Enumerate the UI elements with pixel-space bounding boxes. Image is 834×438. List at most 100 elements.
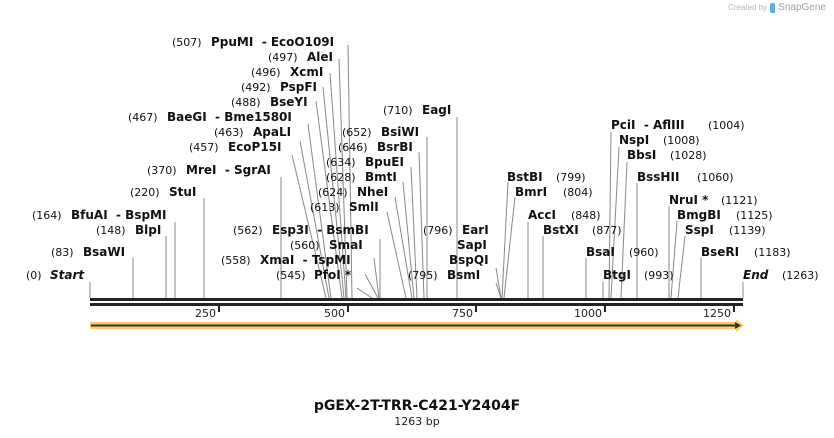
svg-text:(496): (496) xyxy=(251,66,281,79)
svg-text:(1183): (1183) xyxy=(754,246,791,259)
site-bstbi[interactable]: BstBI (799) xyxy=(507,170,586,184)
svg-text:AccI: AccI xyxy=(528,208,556,222)
site-stui[interactable]: (220) StuI xyxy=(130,185,196,199)
site-bmgbi[interactable]: BmgBI (1125) xyxy=(677,208,773,222)
site-nspi[interactable]: NspI (1008) xyxy=(619,133,700,147)
svg-text:EcoP15I: EcoP15I xyxy=(228,140,282,154)
svg-text:(634): (634) xyxy=(326,156,356,169)
map-title: pGEX-2T-TRR-C421-Y2404F xyxy=(313,398,521,414)
svg-text:(1121): (1121) xyxy=(721,194,758,207)
svg-text:(562): (562) xyxy=(233,224,263,237)
snapgene-credit: Created by SnapGene xyxy=(728,2,826,13)
site-bmri[interactable]: BmrI (804) xyxy=(515,185,593,199)
site-pspfi[interactable]: (492) PspFI xyxy=(241,80,317,94)
site-smli[interactable]: (613) SmlI xyxy=(310,200,379,214)
svg-text:(0): (0) xyxy=(26,269,42,282)
site-acci[interactable]: AccI (848) xyxy=(528,208,601,222)
site-bspqi[interactable]: BspQI xyxy=(449,253,489,267)
svg-text:(545): (545) xyxy=(276,269,306,282)
svg-text:AleI: AleI xyxy=(307,50,333,64)
site-esp3i-bsmbi[interactable]: (562) Esp3I - BsmBI xyxy=(233,223,369,237)
site-bsrbi[interactable]: (646) BsrBI xyxy=(338,140,413,154)
svg-text:(83): (83) xyxy=(51,246,74,259)
svg-text:BtgI: BtgI xyxy=(603,268,631,282)
svg-text:(624): (624) xyxy=(318,186,348,199)
svg-text:PfoI *: PfoI * xyxy=(314,268,352,282)
site-bsawi[interactable]: (83) BsaWI xyxy=(51,245,125,259)
svg-text:BsaI: BsaI xyxy=(586,245,615,259)
site-bseri[interactable]: BseRI (1183) xyxy=(701,245,791,259)
svg-text:(560): (560) xyxy=(290,239,320,252)
site-bmti[interactable]: (628) BmtI xyxy=(326,170,397,184)
svg-text:SmlI: SmlI xyxy=(349,200,379,214)
svg-text:SspI: SspI xyxy=(685,223,714,237)
svg-text:NruI *: NruI * xyxy=(669,193,709,207)
site-bsai[interactable]: BsaI (960) xyxy=(586,245,659,259)
svg-text:NheI: NheI xyxy=(357,185,388,199)
site-bfuai-bspmi[interactable]: (164) BfuAI - BspMI xyxy=(32,208,166,222)
site-nhei[interactable]: (624) NheI xyxy=(318,185,388,199)
svg-text:BsrBI: BsrBI xyxy=(377,140,413,154)
site-bstxi[interactable]: BstXI (877) xyxy=(543,223,622,237)
svg-text:Esp3I - BsmBI: Esp3I - BsmBI xyxy=(272,223,369,237)
tick-250: 250 xyxy=(195,307,216,320)
svg-text:PciI - AflIII: PciI - AflIII xyxy=(611,118,685,132)
site-start[interactable]: (0) Start xyxy=(26,268,85,282)
site-eagi[interactable]: (710) EagI xyxy=(383,103,451,117)
svg-text:SmaI: SmaI xyxy=(329,238,363,252)
site-xmai-tspmi[interactable]: (558) XmaI - TspMI xyxy=(221,253,351,267)
site-xcmi[interactable]: (496) XcmI xyxy=(251,65,323,79)
site-bsiwi[interactable]: (652) BsiWI xyxy=(342,125,419,139)
site-nrui[interactable]: NruI * (1121) xyxy=(669,193,758,207)
svg-text:End: End xyxy=(743,268,769,282)
site-bsshii[interactable]: BssHII (1060) xyxy=(637,170,734,184)
site-pcii-afliii[interactable]: PciI - AflIII (1004) xyxy=(611,118,745,132)
svg-text:(1004): (1004) xyxy=(708,119,745,132)
site-btgi[interactable]: BtgI (993) xyxy=(603,268,674,282)
svg-text:(1008): (1008) xyxy=(663,134,700,147)
svg-text:(1028): (1028) xyxy=(670,149,707,162)
feature-arrow[interactable] xyxy=(90,319,744,332)
svg-text:BmgBI: BmgBI xyxy=(677,208,721,222)
svg-text:XcmI: XcmI xyxy=(290,65,323,79)
site-sapi[interactable]: SapI xyxy=(457,238,487,252)
svg-text:(652): (652) xyxy=(342,126,372,139)
site-sspi[interactable]: SspI (1139) xyxy=(685,223,766,237)
svg-text:NspI: NspI xyxy=(619,133,649,147)
svg-text:PspFI: PspFI xyxy=(280,80,317,94)
svg-text:(492): (492) xyxy=(241,81,271,94)
svg-text:BsmI: BsmI xyxy=(447,268,480,282)
tick-1250: 1250 xyxy=(703,307,731,320)
svg-text:(848): (848) xyxy=(571,209,601,222)
site-apali[interactable]: (463) ApaLI xyxy=(214,125,291,139)
svg-text:(507): (507) xyxy=(172,36,202,49)
site-pfoi[interactable]: (545) PfoI * xyxy=(276,268,352,282)
svg-text:StuI: StuI xyxy=(169,185,196,199)
site-bseyi[interactable]: (488) BseYI xyxy=(231,95,308,109)
svg-text:BpuEI: BpuEI xyxy=(365,155,404,169)
site-ppumi-ecoo109i[interactable]: (507) PpuMI - EcoO109I xyxy=(172,35,334,49)
svg-text:(710): (710) xyxy=(383,104,413,117)
site-bsmi[interactable]: (795) BsmI xyxy=(408,268,480,282)
svg-text:(796): (796) xyxy=(423,224,453,237)
site-alei[interactable]: (497) AleI xyxy=(268,50,333,64)
site-bbsi[interactable]: BbsI (1028) xyxy=(627,148,707,162)
svg-text:(795): (795) xyxy=(408,269,438,282)
site-ecop15i[interactable]: (457) EcoP15I xyxy=(189,140,282,154)
svg-text:(960): (960) xyxy=(629,246,659,259)
map-length: 1263 bp xyxy=(394,415,440,428)
svg-text:(457): (457) xyxy=(189,141,219,154)
svg-text:BaeGI - Bme1580I: BaeGI - Bme1580I xyxy=(167,110,292,124)
site-smai[interactable]: (560) SmaI xyxy=(290,238,363,252)
site-eari[interactable]: (796) EarI xyxy=(423,223,489,237)
svg-text:PpuMI - EcoO109I: PpuMI - EcoO109I xyxy=(211,35,334,49)
site-bpuei[interactable]: (634) BpuEI xyxy=(326,155,404,169)
site-baegi-bme1580i[interactable]: (467) BaeGI - Bme1580I xyxy=(128,110,292,124)
svg-text:(993): (993) xyxy=(644,269,674,282)
site-mrei-sgrai[interactable]: (370) MreI - SgrAI xyxy=(147,163,271,177)
svg-text:(488): (488) xyxy=(231,96,261,109)
site-blpi[interactable]: (148) BlpI xyxy=(96,223,161,237)
credit-brand: SnapGene xyxy=(778,2,826,13)
site-end[interactable]: End (1263) xyxy=(743,268,819,282)
